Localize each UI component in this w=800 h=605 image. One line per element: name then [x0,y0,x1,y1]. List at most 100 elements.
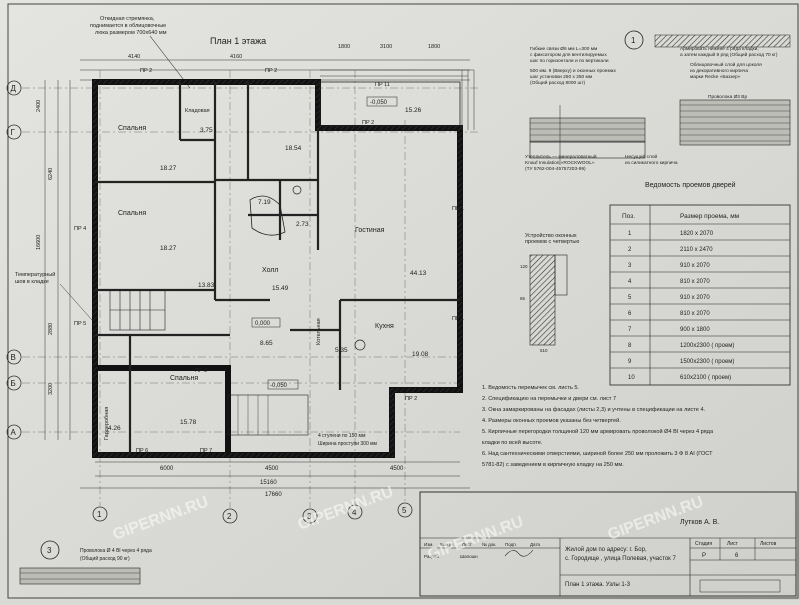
svg-text:из декоративного кирпича: из декоративного кирпича [690,69,748,74]
room-name: Котельная [316,318,322,345]
svg-text:шаг по горизонтали и по вертик: шаг по горизонтали и по вертикали [530,59,609,64]
room-area: 15.26 [405,107,422,114]
svg-text:3200: 3200 [48,383,54,395]
room-name: Спальня [170,375,198,382]
door-row-size: 900 х 1800 [680,327,710,333]
bathtub [249,185,366,351]
svg-text:Ширина проступи 300 мм: Ширина проступи 300 мм [318,441,378,447]
room-area: 13.83 [198,282,215,289]
svg-text:Стадия: Стадия [695,541,712,547]
room-area: 44.13 [410,270,427,277]
svg-text:6240: 6240 [48,168,54,180]
svg-text:ПР 1: ПР 1 [452,316,464,322]
svg-text:шов в кладке: шов в кладке [15,279,49,285]
door-row-pos: 5 [628,295,632,301]
room-area: 19.08 [412,351,429,358]
svg-text:Устройство оконных: Устройство оконных [525,232,577,239]
stair [109,289,166,331]
svg-text:Г: Г [11,128,16,137]
window-detail: Устройство оконных проемов с четвертью 1… [520,232,579,353]
sheet-name: План 1 этажа. Узлы 1-3 [565,582,631,588]
author-name: Лутков А. В. [680,519,719,526]
svg-text:Разраб: Разраб [424,554,439,559]
room-name: Гардеробная [104,407,110,440]
svg-text:5: 5 [402,506,407,515]
door-row-size: 910 х 2070 [680,295,710,301]
room-area: 18.27 [160,245,177,252]
svg-text:Листов: Листов [760,541,777,547]
bottom-dimension-values: 6000 4500 4500 15160 17660 [160,466,404,498]
general-notes: 1. Ведомость перемычек см. листь 5.2. Сп… [482,385,714,468]
svg-text:500 мм. 9 (Вверху) и оконных п: 500 мм. 9 (Вверху) и оконных проемах [530,68,616,74]
svg-text:(Общий расход 90 кг): (Общий расход 90 кг) [80,555,130,562]
svg-text:Гибкие связи Ø6 мм L=300 мм: Гибкие связи Ø6 мм L=300 мм [530,46,597,52]
svg-text:1800: 1800 [338,44,350,50]
svg-text:В: В [11,353,16,362]
title-block: Лутков А. В. Жилой дом по адресу: г. Бор… [419,491,797,597]
svg-text:ПР 5: ПР 5 [74,321,86,327]
svg-text:(Общий расход 8000 шт): (Общий расход 8000 шт) [530,79,586,86]
svg-text:из силикатного кирпича: из силикатного кирпича [625,161,678,166]
room-area: 5.35 [335,347,348,354]
svg-text:4500: 4500 [390,466,404,472]
door-row-pos: 7 [628,327,632,333]
top-dimension-values: 4140 4160 1800 3100 1800 [128,44,440,60]
svg-text:шаг установки 250 х 250 мм: шаг установки 250 х 250 мм [530,74,592,80]
door-schedule-table: Ведомость проемов дверей Поз. Размер про… [609,181,791,386]
svg-text:Облицовочный слой для цоколя: Облицовочный слой для цоколя [690,61,762,68]
svg-text:с фиксатором для вентилируемых: с фиксатором для вентилируемых [530,52,607,58]
svg-text:Дата: Дата [530,542,540,547]
plan-title: План 1 этажа [210,36,266,46]
svg-text:-0,050: -0,050 [370,100,388,106]
room-area: 8.65 [260,340,273,347]
svg-text:Изм.: Изм. [424,542,434,547]
left-note: Температурный шов в кладке [15,271,93,321]
note-line: 6. Над сантехническими отверстиями, шири… [482,450,713,457]
door-row-pos: 2 [628,247,632,253]
svg-text:ПР 4: ПР 4 [74,226,86,232]
svg-text:ПР 1: ПР 1 [452,206,464,212]
svg-text:4: 4 [352,508,357,517]
svg-text:4160: 4160 [230,54,242,60]
svg-text:17660: 17660 [265,492,282,498]
svg-text:120: 120 [520,264,528,269]
svg-text:0,000: 0,000 [255,321,271,327]
room-area: 18.54 [285,145,302,152]
door-table-header: Размер проема, мм [680,213,740,220]
svg-text:3: 3 [47,546,52,555]
svg-text:Кол.уч: Кол.уч [440,542,454,547]
svg-text:(ТУ 5762-004-45757203-99): (ТУ 5762-004-45757203-99) [525,166,586,172]
svg-text:проемов с четвертью: проемов с четвертью [525,239,579,245]
svg-text:Несущий слой: Несущий слой [625,153,657,160]
room-name: Гостиная [355,227,385,234]
entry-steps: 4 ступени по 150 мм Ширина проступи 300 … [227,394,378,447]
svg-text:2: 2 [227,512,232,521]
door-row-pos: 9 [628,359,632,365]
note-line: 1. Ведомость перемычек см. листь 5. [482,385,579,391]
door-row-size: 1820 х 2070 [680,231,714,237]
svg-text:Knauf Insulation «ROCKWOOL»: Knauf Insulation «ROCKWOOL» [525,160,595,166]
svg-text:65: 65 [520,296,526,301]
door-row-size: 810 х 2070 [680,279,710,285]
detail-node-3: 3 Проволока Ø 4 Вl через 4 ряда (Общий р… [19,540,152,585]
door-row-pos: 1 [628,231,632,237]
svg-text:Б: Б [11,379,16,388]
left-dimensions [44,80,71,440]
svg-text:3100: 3100 [380,44,392,50]
note-line: 4. Размеры оконных проемов указаны без ч… [482,417,621,424]
svg-text:Проволока Ø 4 Вl через 4 ряда: Проволока Ø 4 Вl через 4 ряда [80,548,152,554]
terrace [319,81,461,127]
door-row-size: 810 х 2070 [680,311,710,317]
svg-text:марки Recke «Баззер»: марки Recke «Баззер» [690,74,741,80]
svg-text:Р: Р [702,553,706,559]
svg-text:3: 3 [307,512,312,521]
left-dimension-values: 2400 6240 16600 2880 3200 [36,100,54,395]
room-area: 7.19 [258,199,271,206]
svg-text:Температурный: Температурный [15,271,55,278]
svg-text:Утеплитель — минераловатный: Утеплитель — минераловатный [525,153,597,160]
note-line: 5781-82) с заведением в кирпичную кладку… [482,462,624,468]
logo-box [699,579,781,593]
svg-text:15160: 15160 [260,480,277,486]
